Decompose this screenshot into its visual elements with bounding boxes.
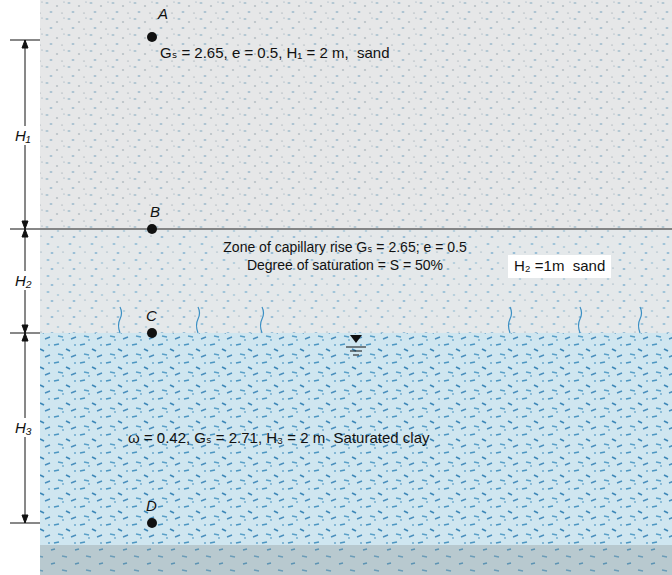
clay-layer [40,333,672,545]
dimension-label: H₃ [14,418,33,437]
dimension-label: H₁ [14,126,32,145]
clay-band: ω = 0.42, Gₛ = 2.71, H₃ = 2 m Saturated … [40,333,672,545]
sand-layer [40,0,672,229]
point-label: B [150,203,160,220]
capillary-layer [40,229,672,333]
sand-band: Gₛ = 2.65, e = 0.5, H₁ = 2 m, sand [40,0,672,229]
point-dots [147,32,157,528]
capillary-band: Zone of capillary rise Gₛ = 2.65; e = 0.… [40,229,672,333]
capillary-marks [119,307,642,333]
layer-description: Zone of capillary rise Gₛ = 2.65; e = 0.… [220,239,470,274]
dimension-line [10,40,40,523]
layer-description: ω = 0.42, Gₛ = 2.71, H₃ = 2 m Saturated … [128,429,430,448]
layer-boundary [40,228,672,229]
layer-tag: H₂ =1m sand [508,255,611,278]
point-label: D [146,497,157,514]
point-label: A [158,5,168,22]
base-layer [40,545,672,575]
water-table-symbol [346,335,366,355]
dimension-label: H₂ [14,271,33,290]
layer-description: Gₛ = 2.65, e = 0.5, H₁ = 2 m, sand [160,44,390,63]
point-label: C [146,307,157,324]
